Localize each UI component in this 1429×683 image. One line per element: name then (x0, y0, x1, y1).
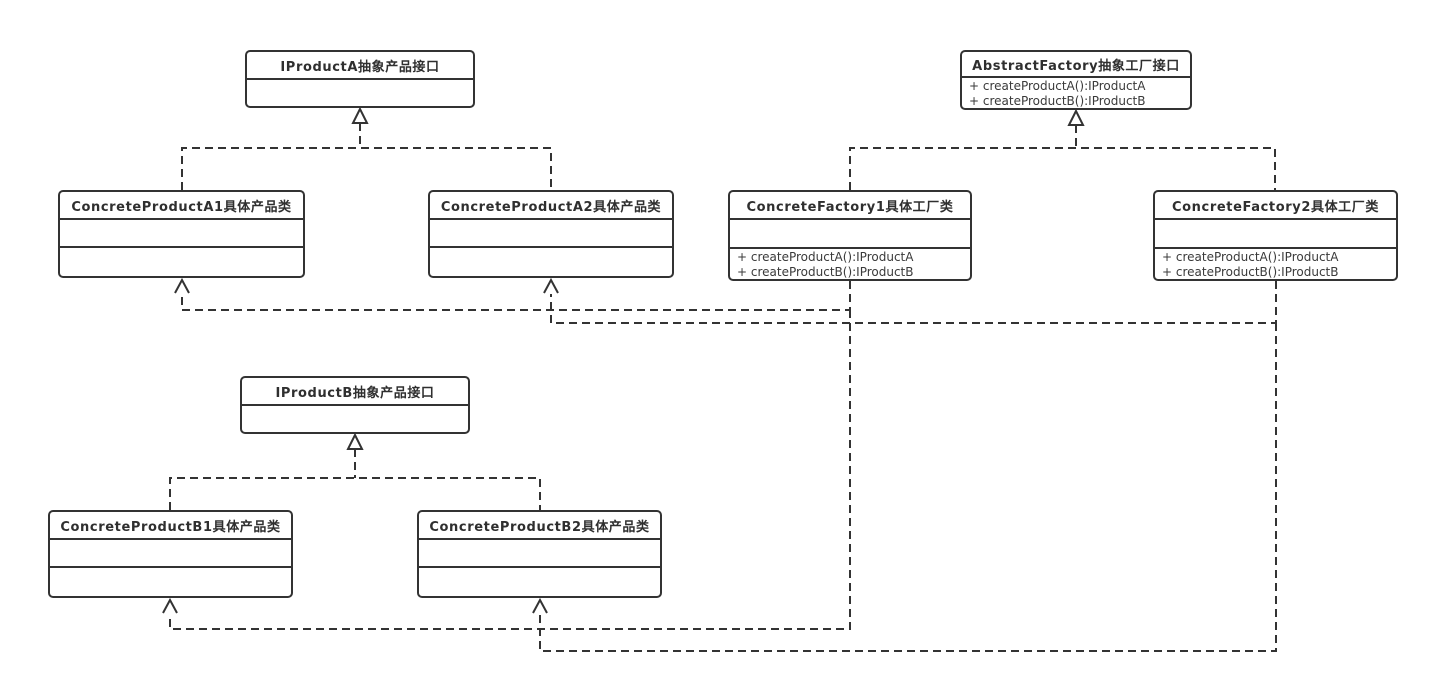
realization-products-b-connector (169, 432, 541, 510)
dependency-factory1-producta1-connector (174, 277, 851, 311)
dependency-factory2-productb2-connector (532, 323, 1277, 652)
class-abstract-factory: AbstractFactory抽象工厂接口 + createProductA()… (960, 50, 1192, 110)
class-methods-compartment (430, 248, 672, 276)
class-attributes-compartment (60, 220, 303, 248)
realization-arrowhead-icon (346, 432, 364, 450)
class-concrete-product-b2: ConcreteProductB2具体产品类 (417, 510, 662, 598)
class-iproduct-b: IProductB抽象产品接口 (240, 376, 470, 434)
class-title: ConcreteFactory1具体工厂类 (730, 192, 970, 220)
dependency-factory1-productb1-connector (162, 310, 851, 630)
class-title: IProductA抽象产品接口 (247, 52, 473, 80)
class-attributes-compartment (50, 540, 291, 568)
class-iproduct-a: IProductA抽象产品接口 (245, 50, 475, 108)
class-concrete-product-a1: ConcreteProductA1具体产品类 (58, 190, 305, 278)
class-concrete-product-a2: ConcreteProductA2具体产品类 (428, 190, 674, 278)
class-attributes-compartment (730, 220, 970, 249)
method-signature: + createProductA():IProductA (1162, 250, 1339, 264)
class-title: ConcreteFactory2具体工厂类 (1155, 192, 1396, 220)
dependency-arrowhead-icon (174, 277, 190, 294)
class-title: AbstractFactory抽象工厂接口 (962, 52, 1190, 78)
class-methods-compartment: + createProductA():IProductA + createPro… (1155, 249, 1396, 279)
class-title: IProductB抽象产品接口 (242, 378, 468, 406)
dependency-arrowhead-icon (532, 597, 548, 614)
realization-products-a-connector (181, 106, 552, 190)
class-methods-compartment (419, 568, 660, 596)
dependency-arrowhead-icon (162, 597, 178, 614)
method-signature: + createProductA():IProductA (737, 250, 914, 264)
class-methods-compartment: + createProductA():IProductA + createPro… (730, 249, 970, 279)
class-title: ConcreteProductB2具体产品类 (419, 512, 660, 540)
method-signature: + createProductA():IProductA (969, 79, 1146, 93)
class-methods-compartment: + createProductA():IProductA + createPro… (962, 78, 1190, 108)
class-attributes-compartment (419, 540, 660, 568)
class-concrete-product-b1: ConcreteProductB1具体产品类 (48, 510, 293, 598)
class-concrete-factory-1: ConcreteFactory1具体工厂类 + createProductA()… (728, 190, 972, 281)
class-attributes-compartment (1155, 220, 1396, 249)
dependency-factory2-producta2-connector (543, 277, 1277, 324)
class-title: ConcreteProductA2具体产品类 (430, 192, 672, 220)
method-signature: + createProductB():IProductB (969, 94, 1146, 108)
dependency-arrowhead-icon (543, 277, 559, 294)
realization-factories-connector (849, 108, 1276, 190)
class-methods-compartment (50, 568, 291, 596)
class-members-compartment (247, 80, 473, 106)
realization-arrowhead-icon (351, 106, 369, 124)
class-concrete-factory-2: ConcreteFactory2具体工厂类 + createProductA()… (1153, 190, 1398, 281)
method-signature: + createProductB():IProductB (737, 265, 914, 279)
method-signature: + createProductB():IProductB (1162, 265, 1339, 279)
class-methods-compartment (60, 248, 303, 276)
realization-arrowhead-icon (1067, 108, 1085, 126)
class-title: ConcreteProductB1具体产品类 (50, 512, 291, 540)
class-title: ConcreteProductA1具体产品类 (60, 192, 303, 220)
class-attributes-compartment (430, 220, 672, 248)
class-members-compartment (242, 406, 468, 432)
